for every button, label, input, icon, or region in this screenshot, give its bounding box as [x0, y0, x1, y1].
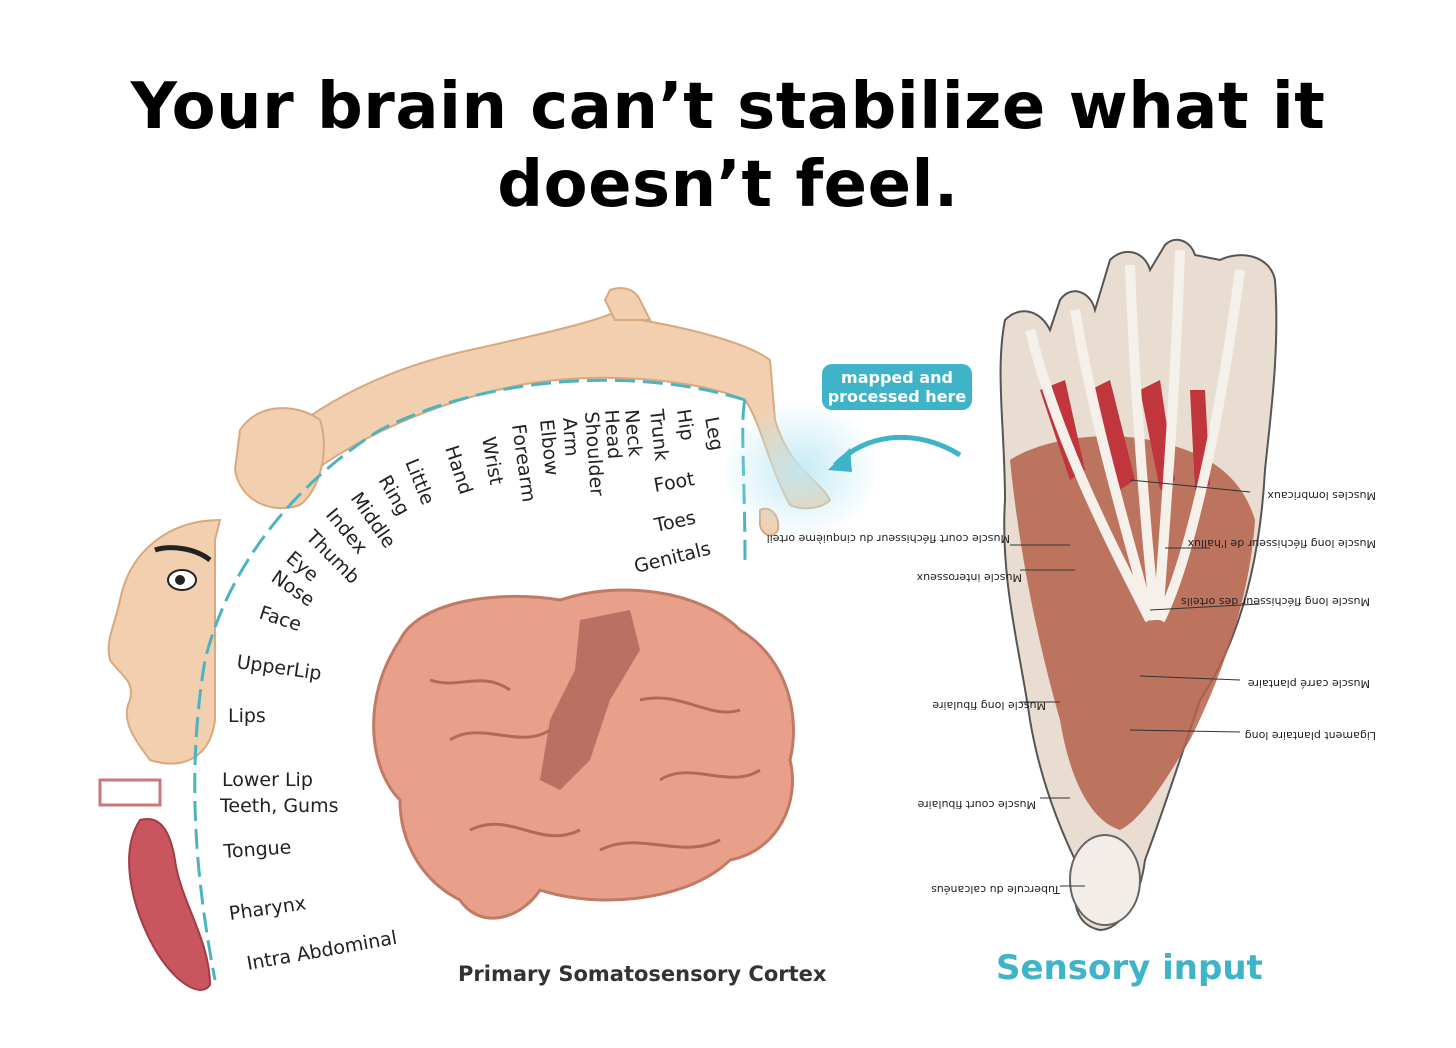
label-elbow: Elbow — [535, 418, 563, 477]
tongue-icon — [128, 818, 212, 991]
foot-label-interosseux: Muscle interosseux — [916, 571, 1022, 584]
label-pharynx: Pharynx — [228, 892, 308, 925]
label-neck: Neck — [620, 409, 646, 458]
label-teeth-gums: Teeth, Gums — [219, 795, 339, 817]
highlight-glow — [720, 400, 880, 540]
title-line-2: doesn’t feel. — [497, 148, 959, 222]
foot-label-lombricaux: Muscles lombricaux — [1267, 489, 1376, 502]
page-title: Your brain can’t stabilize what it doesn… — [0, 68, 1456, 224]
label-trunk: Trunk — [645, 407, 672, 462]
teeth-icon — [98, 778, 162, 807]
label-foot: Foot — [652, 468, 696, 497]
label-upperlip: UpperLip — [235, 651, 323, 685]
foot-tendons — [1025, 249, 1245, 623]
label-arm: Arm — [558, 417, 583, 457]
foot-label-carre: Muscle carré plantaire — [1248, 677, 1370, 690]
label-toes: Toes — [651, 507, 697, 537]
foot-label-leaders — [1010, 479, 1261, 887]
label-shoulder: Shoulder — [580, 411, 608, 497]
homunculus-foot-part — [603, 287, 652, 321]
foot-label-ligament: Ligament plantaire long — [1245, 729, 1376, 742]
foot-label-tubercule: Tubercule du calcanéus — [931, 883, 1061, 896]
cortex-caption: Primary Somatosensory Cortex — [458, 962, 827, 986]
foot-anatomy — [999, 238, 1278, 932]
title-line-1: Your brain can’t stabilize what it — [130, 70, 1326, 144]
foot-labels: Muscles lombricaux Muscle long fléchisse… — [767, 479, 1376, 896]
homunculus-figure — [98, 287, 832, 991]
homunculus-hand — [233, 407, 325, 510]
pupil-icon — [175, 575, 185, 585]
callout-line-2: processed here — [827, 387, 967, 406]
label-hand: Hand — [440, 443, 476, 497]
brain-cortex-highlight — [540, 610, 640, 790]
label-lips: Lips — [228, 705, 266, 727]
foot-label-long-fibulaire: Muscle long fibulaire — [932, 699, 1046, 712]
foot-label-orteils: Muscle long fléchisseur des orteils — [1181, 595, 1370, 608]
label-wrist: Wrist — [477, 435, 507, 486]
brain-fold-lines — [429, 678, 761, 852]
foot-label-court-flechisseur: Muscle court fléchisseur du cinquième or… — [767, 532, 1010, 545]
heel-bone — [1069, 834, 1141, 926]
label-genitals: Genitals — [632, 538, 713, 578]
callout-bubble: mapped and processed here — [822, 364, 972, 410]
label-leg: Leg — [700, 415, 728, 452]
label-head: Head — [600, 409, 625, 460]
sensory-caption: Sensory input — [996, 948, 1263, 988]
label-face: Face — [256, 602, 304, 636]
label-lower-lip: Lower Lip — [222, 769, 313, 791]
foot-label-court-fibulaire: Muscle court fibulaire — [917, 798, 1036, 811]
label-intra-abdominal: Intra Abdominal — [245, 927, 399, 975]
eyebrow-icon — [154, 545, 212, 563]
label-hip: Hip — [672, 408, 698, 442]
label-tongue: Tongue — [222, 836, 292, 863]
foot-label-hallux: Muscle long fléchisseur de l'hallux — [1187, 537, 1376, 550]
callout-line-1: mapped and — [841, 368, 953, 387]
brain-illustration — [372, 588, 795, 920]
label-forearm: Forearm — [507, 423, 540, 504]
arrow-head-icon — [828, 448, 852, 472]
